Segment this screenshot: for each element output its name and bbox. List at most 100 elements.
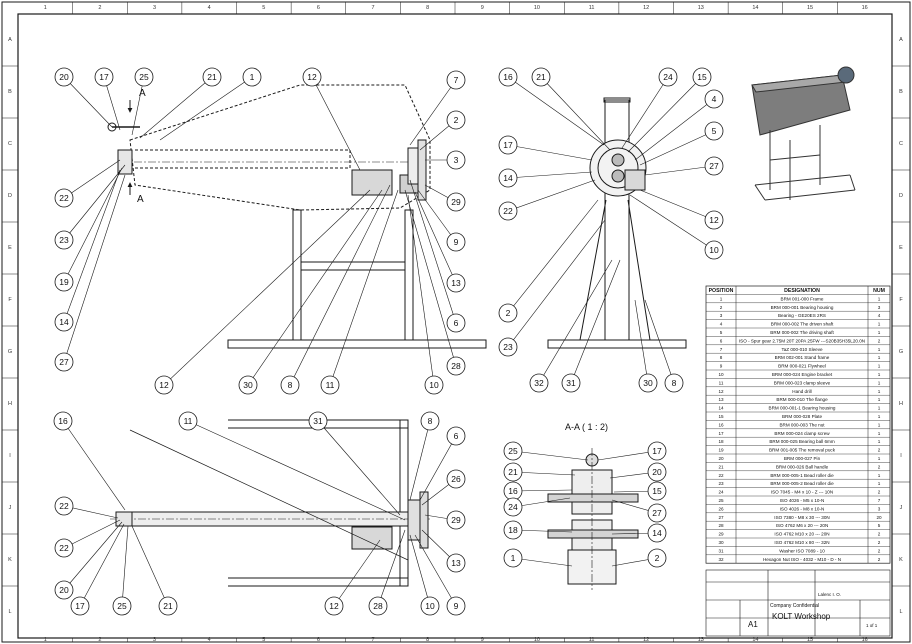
balloon-label: 10 <box>425 601 435 611</box>
balloon-label: 30 <box>643 378 653 388</box>
balloon-circle <box>302 67 322 87</box>
balloon-label: 20 <box>59 72 69 82</box>
bom-cell: ISO 4762 M6 x 20 --- 20N <box>776 523 829 528</box>
bom-cell: 1 <box>878 422 881 427</box>
tb-sheet: 1 of 1 <box>866 623 878 628</box>
balloon-label: 10 <box>709 245 719 255</box>
balloon-leader <box>512 529 573 533</box>
balloon-circle <box>54 230 74 250</box>
bom-cell: Hexagon Nut ISO - 4032 - M10 - D - N <box>763 557 841 562</box>
balloon-label: 3 <box>454 155 459 165</box>
balloon-leader <box>621 76 669 149</box>
section-marker-bottom: A <box>137 194 144 205</box>
balloon-circle <box>647 548 667 568</box>
balloon-front: 19 <box>54 167 123 292</box>
balloon-label: 32 <box>534 378 544 388</box>
balloon-circle <box>647 441 667 461</box>
side-shaft-top <box>611 153 625 167</box>
bom-cell: 9 <box>720 364 723 369</box>
balloon-label: 9 <box>454 237 459 247</box>
balloon-label: 29 <box>451 515 461 525</box>
balloon-label: 23 <box>59 235 69 245</box>
balloon-leader <box>407 194 435 386</box>
bom-cell: 5 <box>878 523 881 528</box>
balloon-front: 7 <box>409 70 466 146</box>
bom-frame <box>705 285 891 564</box>
balloon-section: 25 <box>503 441 589 461</box>
bom-cell: 24 <box>718 490 724 495</box>
balloon-leader <box>414 191 457 284</box>
balloon-circle <box>503 520 523 540</box>
balloon-side: 2 <box>498 199 599 323</box>
balloon-front: 22 <box>54 159 121 208</box>
balloon-circle <box>420 411 440 431</box>
balloon-section: 18 <box>503 520 573 540</box>
balloon-label: 8 <box>288 380 293 390</box>
balloon-leader <box>417 189 457 243</box>
bom-cell: 4 <box>878 313 881 318</box>
balloon-front: 3 <box>425 150 466 170</box>
bom-cell: BRM 000-021 Flywheel <box>778 364 826 369</box>
balloon-label: 2 <box>506 308 511 318</box>
balloon-label: 1 <box>511 553 516 563</box>
bom-cell: 22 <box>718 473 724 478</box>
balloon-circle <box>424 375 444 395</box>
tb-author: Lalenc I. O. <box>818 592 841 597</box>
balloon-label: 31 <box>566 378 576 388</box>
balloon-leader <box>62 420 126 511</box>
bom-cell: 16 <box>718 422 724 427</box>
bom-cell: 2 <box>878 540 881 545</box>
balloon-circle <box>202 67 222 87</box>
balloon-section: 1 <box>503 548 573 568</box>
flange-front <box>407 147 419 185</box>
balloon-leader <box>247 189 383 386</box>
balloon-circle <box>498 201 518 221</box>
balloon-leader <box>627 76 703 153</box>
bom-cell: BRM 000-005-1 Bead roller die <box>770 473 834 478</box>
bom-cell: 1 <box>878 406 881 411</box>
tb-company: Company Confidential <box>770 603 819 609</box>
iso-base-4 <box>849 174 856 191</box>
balloon-circle <box>446 469 466 489</box>
bom-cell: 1 <box>878 481 881 486</box>
bom-cell: 2 <box>878 557 881 562</box>
section-title: A-A ( 1 : 2) <box>565 422 608 432</box>
balloon-top: 25 <box>112 525 132 616</box>
frame-inner-slot <box>135 149 351 169</box>
balloon-top: 31 <box>308 411 401 516</box>
balloon-front: 11 <box>320 189 399 395</box>
bom-cell: BRM 000-027 Pin <box>784 456 821 461</box>
balloon-top: 26 <box>421 469 466 506</box>
iso-base-3 <box>754 184 766 201</box>
grid-row-label: K <box>8 557 12 563</box>
bom-cell: BRM 001-000 Frame <box>781 296 824 301</box>
bom-cell: BRM 000-003 The nut <box>779 422 825 427</box>
balloon-label: 13 <box>451 558 461 568</box>
balloon-leader <box>512 450 589 461</box>
balloon-front: 12 <box>154 189 371 395</box>
bom-cell: 32 <box>718 557 724 562</box>
bom-cell: 25 <box>718 498 724 503</box>
balloon-leader <box>512 497 571 508</box>
grid-row-label: G <box>899 349 903 355</box>
balloon-side: 16 <box>498 67 605 146</box>
balloon-label: 26 <box>451 474 461 484</box>
balloon-circle <box>498 135 518 155</box>
balloon-label: 8 <box>672 378 677 388</box>
balloon-circle <box>238 375 258 395</box>
balloon-leader <box>507 179 596 212</box>
balloon-label: 2 <box>454 115 459 125</box>
grid-col-label: 13 <box>698 637 704 643</box>
balloon-leader <box>512 489 573 492</box>
balloon-label: 11 <box>326 380 335 390</box>
bom-cell: 7 <box>720 347 723 352</box>
balloon-circle <box>498 337 518 357</box>
bom-cell: 18 <box>718 439 724 444</box>
grid-row-label: L <box>8 609 11 615</box>
top-view <box>110 419 430 587</box>
balloon-top: 29 <box>424 510 466 530</box>
balloon-side: 8 <box>644 299 684 393</box>
balloon-label: 30 <box>243 380 253 390</box>
balloon-leader <box>163 189 371 386</box>
